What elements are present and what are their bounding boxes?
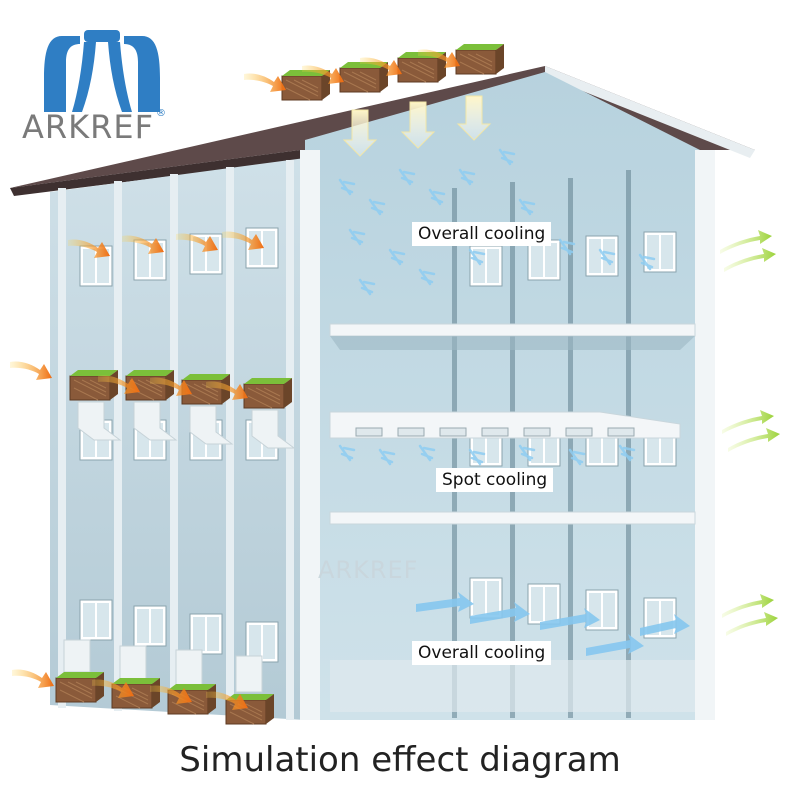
air-cooler-icon [167,683,217,715]
hot-air-arrow-icon [10,361,52,380]
label-spot-cooling: Spot cooling [436,468,554,492]
roof-underside [10,150,300,196]
right-wall-outline [695,150,715,720]
brand-logo-icon [44,30,160,112]
watermark: ARKREF [318,556,419,584]
air-cooler-icon [243,377,293,409]
air-cooler-icon [455,43,505,75]
diagram-caption: Simulation effect diagram [179,740,621,780]
air-cooler-icon [281,69,331,101]
air-cooler-icon [55,671,105,703]
registered-mark: ® [155,108,167,119]
exhaust-arrow-icon [722,410,774,434]
exhaust-arrows [720,230,780,636]
exhaust-arrow-icon [728,428,780,452]
label-overall-cooling-bottom: Overall cooling [412,641,552,665]
exhaust-arrow-icon [724,248,776,272]
interior-space [305,72,700,720]
floor-slab-lower [329,511,696,525]
air-cooler-icon [339,61,389,93]
brand-name: ARKREF® [22,108,167,146]
middle-ducts [77,401,296,449]
label-overall-cooling-top: Overall cooling [412,222,552,246]
roof-right-eave [545,66,755,158]
air-cooler-icon [69,369,119,401]
interior-columns [452,170,631,718]
exhaust-arrow-icon [726,612,778,636]
front-edge [300,150,320,720]
spot-cooling-duct [329,411,681,439]
floor-underside-upper [330,336,695,350]
hot-air-arrow-icon [12,669,54,688]
hot-air-arrow-icon [244,73,286,92]
floor-slab-upper [329,323,696,337]
ground-floor [330,660,695,712]
cool-air-bottom [416,592,690,656]
roof-downdraft [342,95,492,157]
air-cooler-icon [111,677,161,709]
bottom-ducts [63,639,263,693]
